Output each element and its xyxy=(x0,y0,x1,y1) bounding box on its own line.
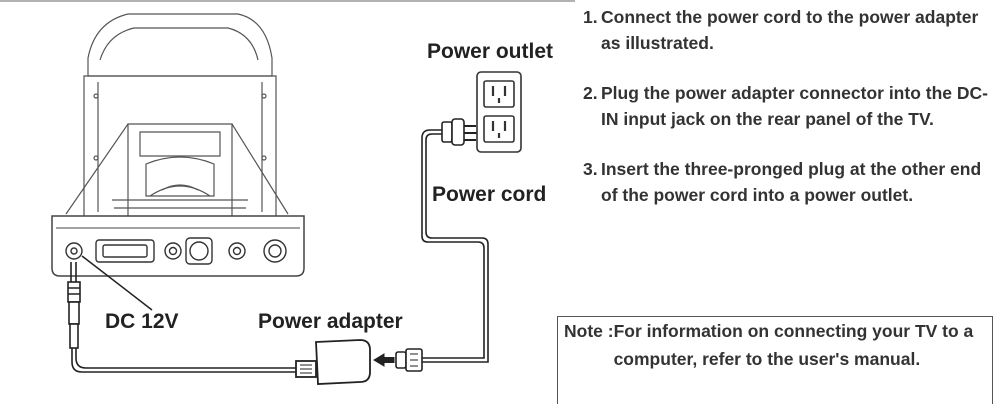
dc-12v-label: DC 12V xyxy=(105,310,179,333)
power-cord-label: Power cord xyxy=(432,183,547,206)
step-text: Connect the power cord to the power adap… xyxy=(601,7,979,53)
power-adapter-label: Power adapter xyxy=(258,310,403,333)
cord-connector xyxy=(395,348,423,372)
note-box: Note : For information on connecting you… xyxy=(557,316,993,404)
adapter-arrow xyxy=(373,353,395,367)
step-number: 3. xyxy=(583,159,598,179)
rear-ports xyxy=(65,237,287,265)
tv-illustration xyxy=(65,13,289,221)
dc-pointer-line xyxy=(81,255,153,311)
power-cord xyxy=(421,129,489,363)
step-2: 2. Plug the power adapter connector into… xyxy=(583,80,995,132)
power-outlet-label: Power outlet xyxy=(427,40,554,63)
note-text: For information on connecting your TV to… xyxy=(613,321,974,369)
step-1: 1. Connect the power cord to the power a… xyxy=(583,4,995,56)
power-adapter xyxy=(295,339,371,385)
power-outlet xyxy=(476,71,522,153)
step-number: 2. xyxy=(583,83,598,103)
dc-cable xyxy=(67,262,296,373)
step-text: Plug the power adapter connector into th… xyxy=(601,83,988,129)
step-number: 1. xyxy=(583,7,598,27)
three-prong-plug xyxy=(441,118,478,146)
note-heading: Note : xyxy=(564,321,614,341)
step-3: 3. Insert the three-pronged plug at the … xyxy=(583,156,995,208)
instruction-steps: 1. Connect the power cord to the power a… xyxy=(583,4,995,208)
step-text: Insert the three-pronged plug at the oth… xyxy=(601,159,982,205)
